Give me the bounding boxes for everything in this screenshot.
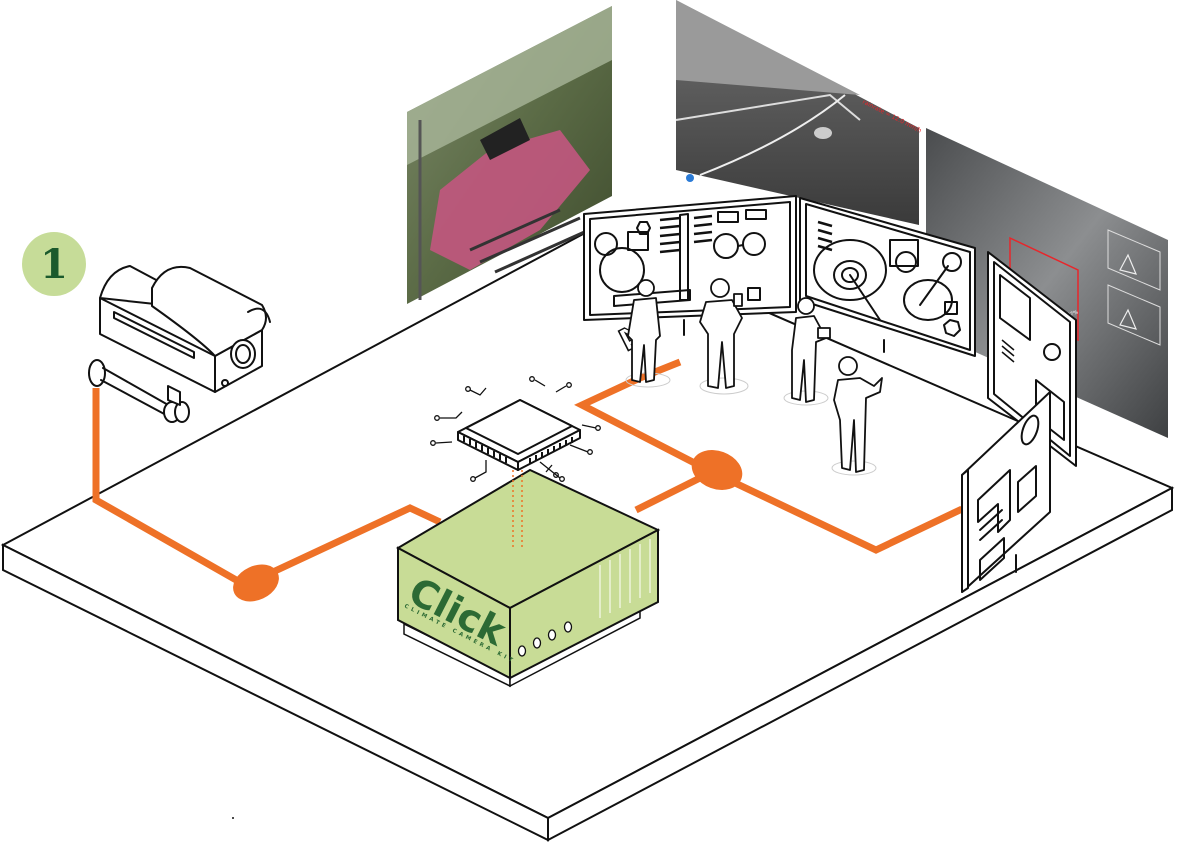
device-side [509,528,659,680]
wire-hub-to-display [710,468,964,554]
wire-hub-junction [691,450,743,490]
road-rain-photo: rainrate = 12.0 mm/h [675,0,923,225]
person [831,356,883,476]
device-ports [517,621,573,657]
dashboard-board-2 [799,197,976,357]
click-device: Click CLIMATE CAMERA KIT [395,455,661,688]
wire-junction [233,564,279,602]
warning-icon [1119,308,1138,330]
stray-dot [232,817,234,819]
dashboard-board-4 [961,391,1051,593]
person [783,297,831,406]
person [625,279,671,388]
camera-icon [88,265,271,423]
step-number-badge: 1 [22,232,86,296]
chip-pins [463,436,573,464]
car [814,127,832,139]
warning-icon [1119,253,1138,275]
wire-hub-to-operators [574,358,714,476]
operators-group [625,278,883,476]
device-vents [599,539,651,618]
dashboard-board-1 [583,195,797,336]
network-wires [92,358,964,602]
person [699,278,749,395]
platform-front-right-side [547,486,1173,842]
dashboard-board-3 [987,251,1077,467]
step-number: 1 [40,241,68,288]
flood-water-highlight [430,130,590,270]
flood-photo [407,6,612,304]
